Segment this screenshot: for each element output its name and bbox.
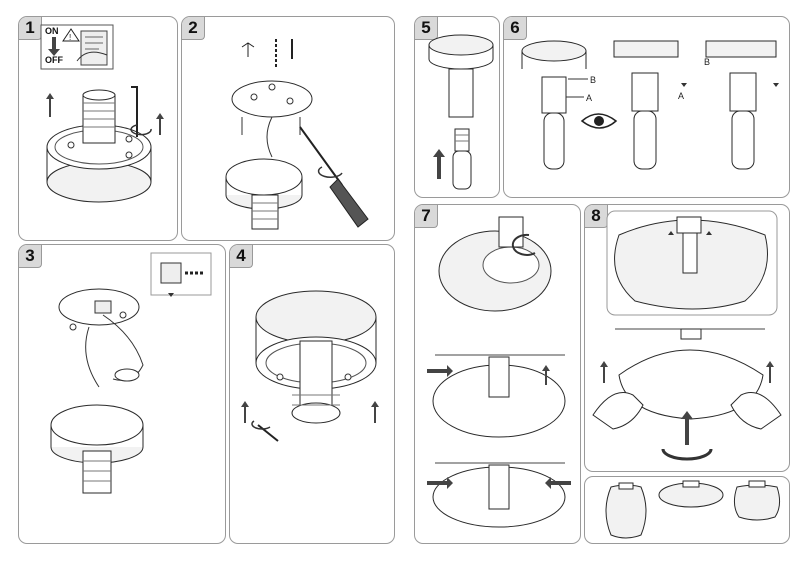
step-3-panel: 3 [18, 244, 226, 544]
wiring-drawing [51, 289, 143, 493]
step-4-panel: 4 [229, 244, 395, 544]
step-1-panel: 1 ON OFF ! [18, 16, 178, 241]
step-2-panel: 2 [181, 16, 395, 241]
shade-side-view [427, 463, 571, 527]
rotate-arrow-icon [663, 449, 711, 459]
marker-b: B [590, 75, 596, 85]
shade-variant [606, 483, 646, 538]
up-arrow-icon [371, 401, 379, 423]
shade-variant [734, 481, 779, 520]
step-1-illustration: ON OFF ! [19, 17, 178, 241]
hands-tightening-shade [593, 329, 781, 459]
svg-text:!: ! [69, 33, 71, 42]
step-6-panel: 6 B A A B [503, 16, 790, 198]
up-arrow-icon [156, 113, 164, 135]
shade-side-view [427, 355, 565, 437]
eye-icon [582, 114, 616, 128]
step-3-illustration [19, 245, 226, 544]
hand-icon [731, 393, 781, 430]
step-7-illustration [415, 205, 581, 544]
shade-fixing-detail [607, 211, 777, 315]
shade-variants-illustration [585, 477, 790, 544]
step-8-illustration [585, 205, 790, 472]
lamp-holder-drawing [241, 291, 379, 441]
glass-shade-mounting [439, 217, 551, 311]
down-arrow-icon [681, 71, 687, 87]
step-2-illustration [182, 17, 395, 241]
down-arrow-icon [773, 71, 779, 87]
step-5-illustration [415, 17, 500, 198]
bulb-side-view: B [704, 41, 779, 169]
step-8-panel: 8 [584, 204, 790, 472]
lamp-holder-drawing [46, 87, 164, 202]
switch-on-label: ON [45, 26, 59, 36]
up-arrow-icon [766, 361, 774, 383]
step-7-panel: 7 [414, 204, 581, 544]
switch-off-label: OFF [45, 55, 63, 65]
up-arrow-icon [433, 149, 445, 179]
shade-variants-panel [584, 476, 790, 544]
hand-icon [593, 393, 643, 430]
step-4-illustration [230, 245, 395, 544]
bulb-insert-drawing [429, 35, 493, 189]
bulb-side-view: A [614, 41, 687, 169]
up-arrow-icon [46, 93, 54, 117]
marker-b: B [704, 57, 710, 67]
right-arrow-icon [427, 365, 453, 377]
step-5-panel: 5 [414, 16, 500, 198]
step-6-illustration: B A A B [504, 17, 790, 198]
marker-a: A [678, 91, 684, 101]
marker-a: A [586, 93, 592, 103]
power-switch-icon: ON OFF ! [41, 25, 113, 69]
screwdriver-icon [300, 127, 368, 227]
up-arrow-icon [600, 361, 608, 383]
bulb-clip-detail: B A [522, 41, 596, 169]
shade-variant [659, 481, 723, 507]
ceiling-mount-drawing [226, 39, 312, 229]
up-arrow-icon [241, 401, 249, 423]
rotate-arrow-icon [131, 125, 151, 135]
wire-terminal-inset [151, 253, 211, 297]
